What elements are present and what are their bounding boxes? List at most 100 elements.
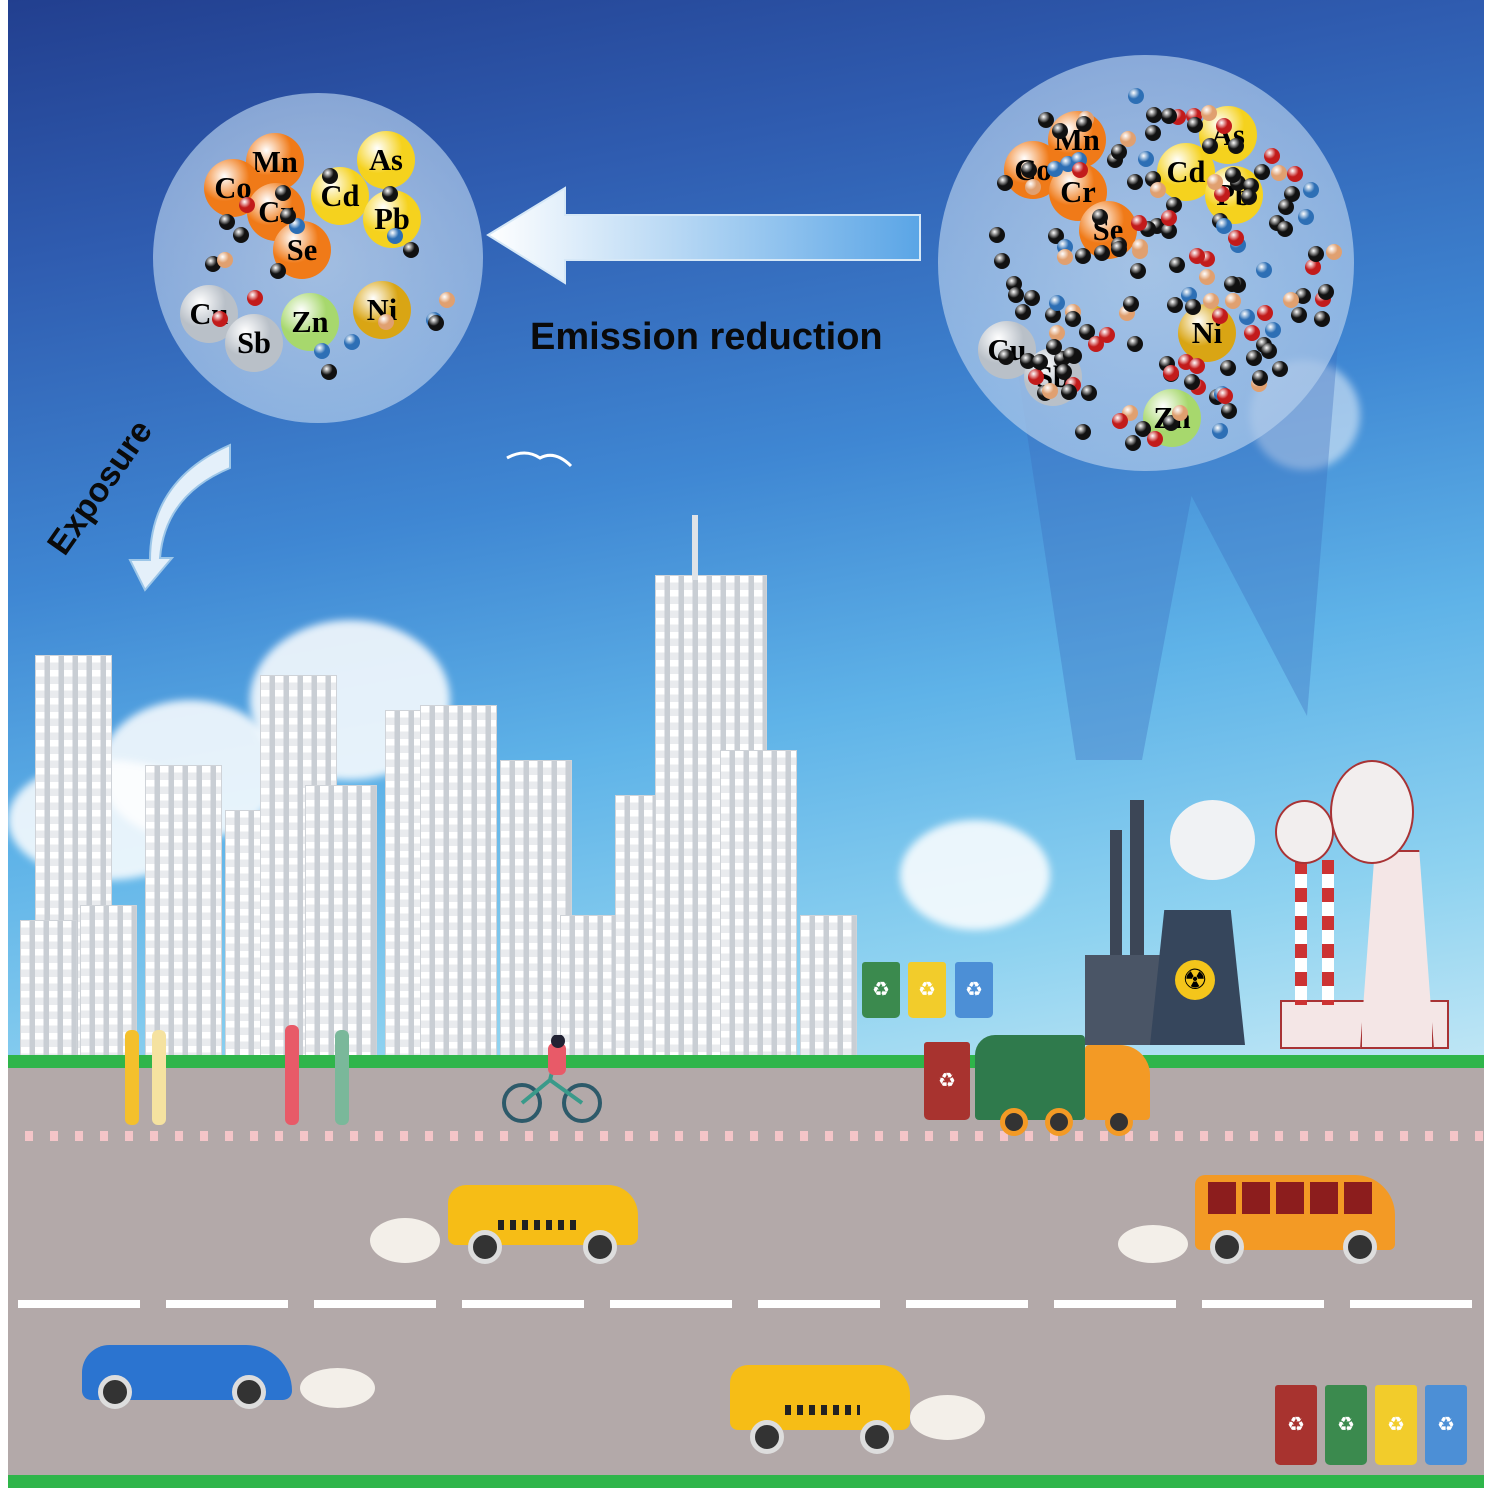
- particle: [1307, 246, 1324, 262]
- sidewalk-marker: [1400, 1131, 1408, 1141]
- particle: [321, 167, 338, 184]
- particle: [1276, 221, 1293, 238]
- particle: [1127, 173, 1144, 190]
- particle: [1049, 294, 1066, 311]
- grass-strip: [8, 1055, 1484, 1068]
- particle: [1302, 182, 1319, 199]
- sidewalk-marker: [1225, 1131, 1233, 1141]
- lane-dash: [18, 1300, 140, 1308]
- sidewalk-marker: [1175, 1131, 1183, 1141]
- city-building: [305, 785, 377, 1057]
- particle: [1203, 292, 1220, 309]
- sidewalk-marker: [425, 1131, 433, 1141]
- exhaust-smoke: [1118, 1225, 1188, 1263]
- lane-dash: [906, 1300, 1028, 1308]
- particle: [1261, 342, 1278, 359]
- lane-dash: [314, 1300, 436, 1308]
- particle: [1052, 123, 1069, 140]
- sidewalk-marker: [100, 1131, 108, 1141]
- particle: [1137, 151, 1154, 168]
- sidewalk-marker: [175, 1131, 183, 1141]
- particle: [1129, 262, 1146, 279]
- particle: [1256, 304, 1273, 321]
- particle: [219, 213, 236, 230]
- particle: [994, 253, 1011, 269]
- sidewalk-marker: [1350, 1131, 1358, 1141]
- particle: [1202, 138, 1219, 155]
- sidewalk-marker: [1000, 1131, 1008, 1141]
- lane-dash: [610, 1300, 732, 1308]
- particle: [1207, 174, 1224, 191]
- sidewalk-marker: [400, 1131, 408, 1141]
- sidewalk-marker: [375, 1131, 383, 1141]
- sidewalk-marker: [625, 1131, 633, 1141]
- sidewalk-marker: [475, 1131, 483, 1141]
- particle: [1127, 87, 1144, 104]
- recycle-bin-red: ♻: [1275, 1385, 1317, 1465]
- sidewalk-marker: [775, 1131, 783, 1141]
- sidewalk-marker: [1100, 1131, 1108, 1141]
- smoke-cloud: [1275, 800, 1334, 864]
- particle: [1227, 230, 1244, 247]
- particle: [1063, 346, 1080, 363]
- particle: [1149, 181, 1166, 198]
- particle: [1056, 364, 1073, 381]
- radiation-icon: ☢: [1175, 960, 1215, 1000]
- particle: [1015, 303, 1032, 320]
- taxi: [730, 1365, 910, 1430]
- particle: [1048, 325, 1065, 342]
- emission-reduction-arrow: [486, 186, 921, 285]
- wheel: [468, 1230, 502, 1264]
- particle: [239, 196, 256, 213]
- particle: [1057, 249, 1074, 266]
- particle: [1184, 298, 1201, 315]
- sidewalk-marker: [150, 1131, 158, 1141]
- pedestrian: [285, 1025, 299, 1125]
- sidewalk-marker: [1325, 1131, 1333, 1141]
- particle: [1134, 420, 1151, 437]
- pedestrian: [335, 1030, 349, 1125]
- recycle-bin-blue: ♻: [955, 962, 993, 1018]
- sidewalk-marker: [50, 1131, 58, 1141]
- particle: [1042, 382, 1059, 399]
- exposure-arrow: [128, 443, 231, 592]
- particle: [1223, 275, 1240, 292]
- particle: [1163, 365, 1180, 382]
- particle: [1046, 339, 1063, 355]
- sidewalk-marker: [975, 1131, 983, 1141]
- sidewalk-marker: [1475, 1131, 1483, 1141]
- particle: [1184, 374, 1200, 391]
- particle: [1188, 358, 1205, 375]
- grass-strip-bottom: [8, 1475, 1484, 1488]
- lane-dash: [1350, 1300, 1472, 1308]
- particle: [217, 252, 234, 269]
- particle: [1161, 210, 1178, 227]
- particle: [1211, 423, 1228, 440]
- wheel: [1045, 1108, 1073, 1136]
- particle: [1127, 336, 1144, 353]
- particle: [1278, 198, 1295, 215]
- particle: [1228, 137, 1245, 154]
- sidewalk-marker: [325, 1131, 333, 1141]
- particle: [1304, 259, 1321, 276]
- particle: [269, 262, 286, 279]
- particle: [1200, 104, 1217, 121]
- exhaust-smoke: [300, 1368, 375, 1408]
- particle: [1244, 324, 1261, 341]
- particle: [1216, 217, 1233, 234]
- lane-dash: [1202, 1300, 1324, 1308]
- particle: [1160, 223, 1177, 240]
- sidewalk-marker: [300, 1131, 308, 1141]
- particle: [1111, 240, 1128, 257]
- sidewalk-marker: [1200, 1131, 1208, 1141]
- left-element-as: As: [357, 131, 415, 189]
- pedestrian: [125, 1030, 139, 1125]
- wheel: [98, 1375, 132, 1409]
- particle: [1239, 309, 1256, 326]
- chimney: [1322, 860, 1334, 1005]
- particle: [233, 226, 250, 243]
- cyclist: [502, 1035, 602, 1123]
- exhaust-smoke: [370, 1218, 440, 1263]
- smoke-cloud: [1170, 800, 1255, 880]
- sidewalk-marker: [350, 1131, 358, 1141]
